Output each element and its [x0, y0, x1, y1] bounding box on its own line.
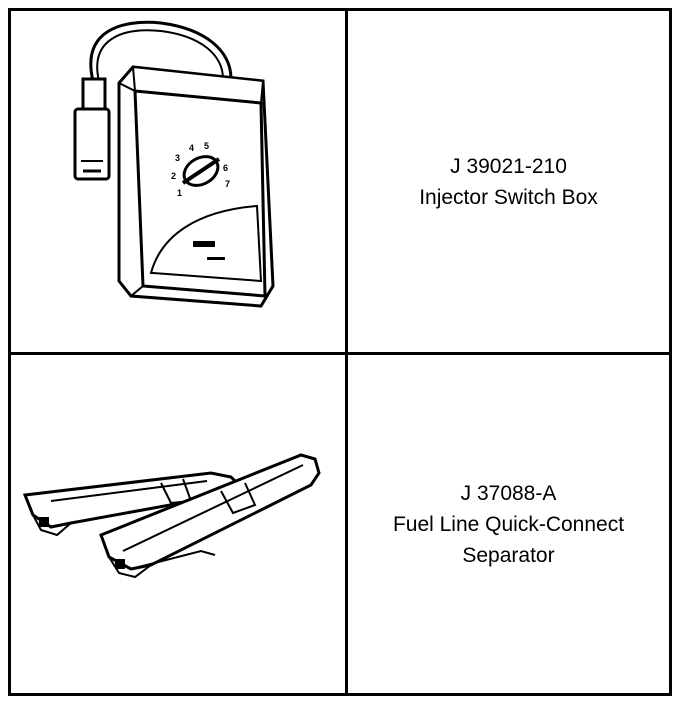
row-divider: [11, 352, 669, 355]
tool-table: 1 2 3 4 5 6 7 J 39021-210 Injector Switc…: [8, 8, 672, 696]
tool-2-caption: J 37088-A Fuel Line Quick-Connect Separa…: [393, 478, 624, 571]
tool-2-illustration-cell: [11, 355, 345, 693]
quick-connect-separator-illustration: [22, 453, 321, 579]
tool-2-name-line-1: Fuel Line Quick-Connect: [392, 512, 625, 536]
tool-1-caption: J 39021-210 Injector Switch Box: [419, 151, 598, 213]
tool-1-caption-cell: J 39021-210 Injector Switch Box: [348, 11, 669, 352]
dial-number-3: 3: [175, 153, 180, 163]
tool-2-caption-cell: J 37088-A Fuel Line Quick-Connect Separa…: [348, 355, 669, 693]
dial-number-5: 5: [204, 141, 209, 151]
dial-number-1: 1: [177, 188, 182, 198]
dial-number-7: 7: [225, 179, 230, 189]
tool-1-illustration-cell: 1 2 3 4 5 6 7: [11, 11, 345, 352]
tool-1-name: Injector Switch Box: [419, 185, 598, 209]
dial-number-2: 2: [171, 171, 176, 181]
dial-number-6: 6: [223, 163, 228, 173]
tool-2-part-number: J 37088-A: [460, 481, 557, 505]
tool-2-name-line-2: Separator: [462, 543, 555, 567]
tool-1-part-number: J 39021-210: [450, 154, 567, 178]
injector-switch-box-illustration: 1 2 3 4 5 6 7: [73, 20, 275, 308]
dial-number-4: 4: [189, 143, 194, 153]
